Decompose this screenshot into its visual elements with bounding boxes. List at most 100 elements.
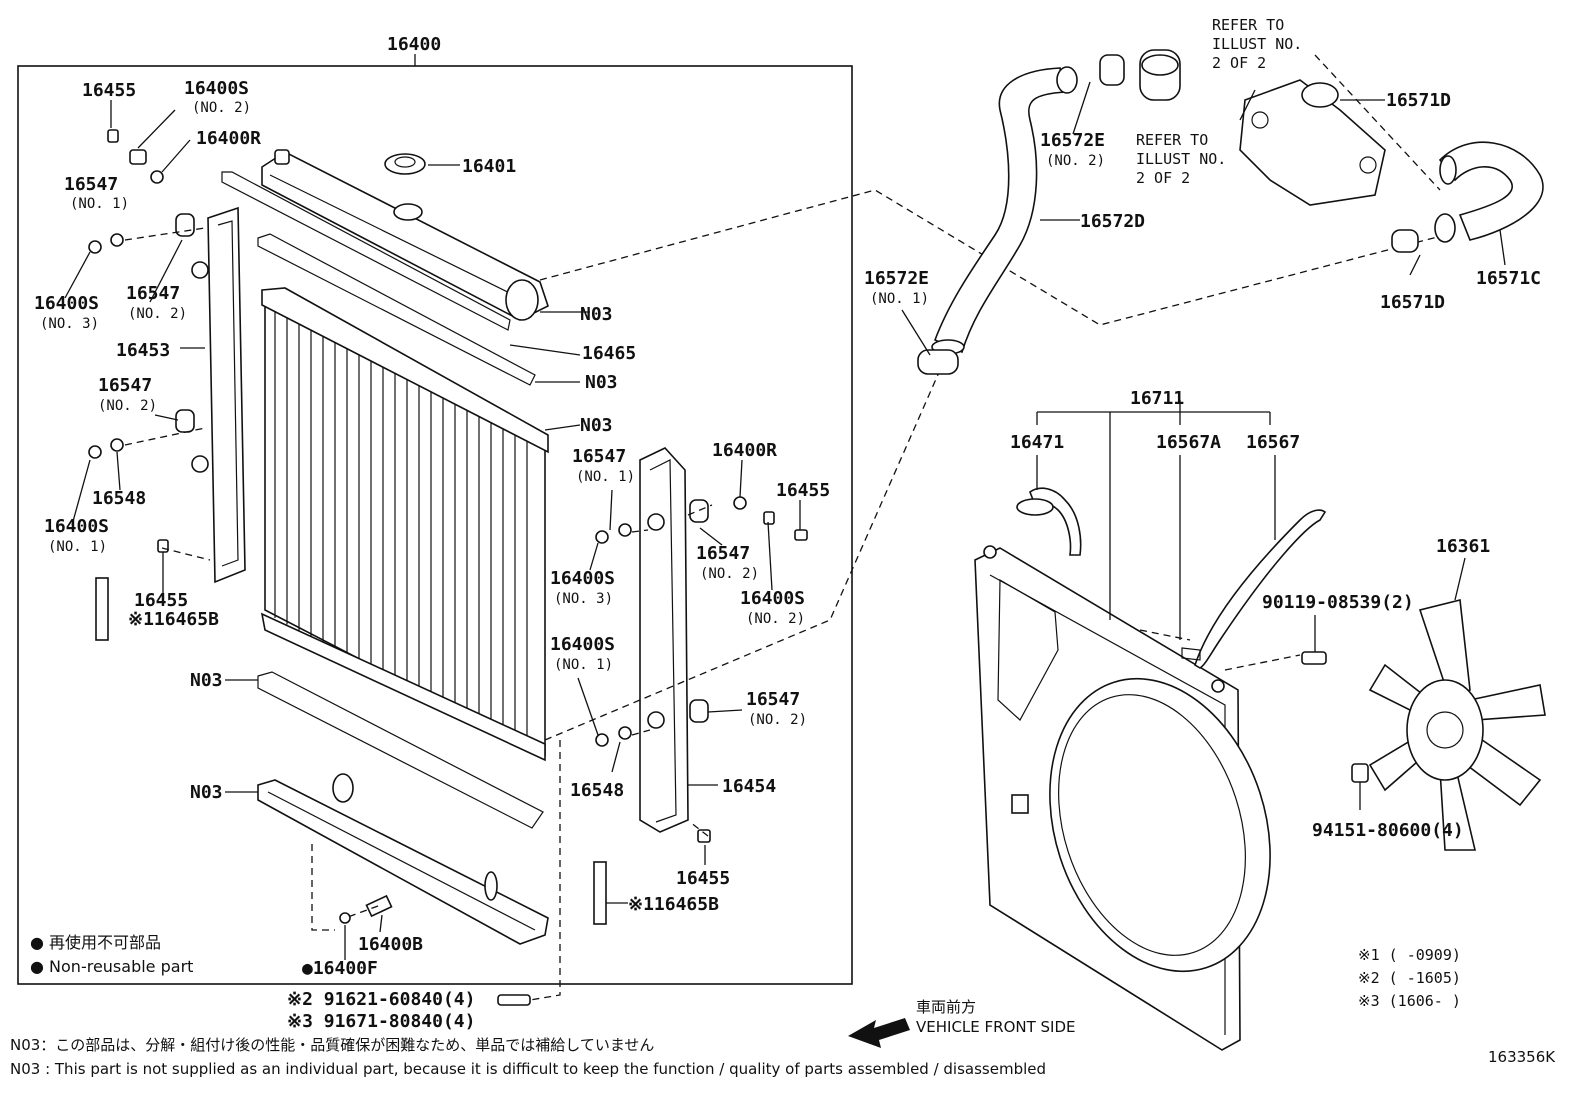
- lower-tank: [257, 773, 549, 945]
- water-outlet: [1139, 49, 1181, 101]
- svg-text:REFER TO: REFER TO: [1212, 16, 1284, 34]
- svg-text:ILLUST NO.: ILLUST NO.: [1212, 35, 1302, 53]
- svg-text:2 OF 2: 2 OF 2: [1212, 54, 1266, 72]
- refer-note-top: REFER TO ILLUST NO. 2 OF 2: [1212, 16, 1302, 72]
- label-16547-c: 16547: [98, 375, 152, 396]
- label-90119: 90119-08539(2): [1262, 592, 1414, 613]
- legend-jp: ● 再使用不可部品: [30, 933, 161, 952]
- label-16400S-f: 16400S: [550, 634, 615, 655]
- label-16455-c: 16455: [776, 480, 830, 501]
- label-16572E-a-sub: (NO. 2): [1046, 153, 1105, 169]
- label-16400S-a: 16400S: [184, 78, 249, 99]
- label-16400S-c-sub: (NO. 1): [48, 539, 107, 555]
- label-16547-d-sub: (NO. 1): [576, 469, 635, 485]
- footnote-1: ※1 ( -0909): [1358, 946, 1461, 964]
- left-support-16453: [191, 206, 246, 584]
- label-16572E-a: 16572E: [1040, 130, 1105, 151]
- label-16547-e-sub: (NO. 2): [700, 566, 759, 582]
- label-N03-a: N03: [580, 304, 613, 325]
- label-16572E-b: 16572E: [864, 268, 929, 289]
- label-16547-e: 16547: [696, 543, 750, 564]
- label-16400B: 16400B: [358, 934, 423, 955]
- label-16567: 16567: [1246, 432, 1300, 453]
- label-16465: 16465: [582, 343, 636, 364]
- thermostat-housing: [1239, 79, 1386, 206]
- label-16547-a-sub: (NO. 1): [70, 196, 129, 212]
- label-16401: 16401: [462, 156, 516, 177]
- label-bolt-91671: ※3 91671-80840(4): [287, 1011, 475, 1032]
- label-16465B-b: ※116465B: [628, 894, 719, 915]
- label-N03-b: N03: [585, 372, 618, 393]
- label-16548-a: 16548: [92, 488, 146, 509]
- label-16711: 16711: [1130, 388, 1184, 409]
- label-16400S-d-sub: (NO. 3): [554, 591, 613, 607]
- tube-16567: [1194, 509, 1327, 669]
- cooling-fan: [1368, 599, 1546, 851]
- label-16455-b: 16455: [134, 590, 188, 611]
- upper-gasket: [221, 171, 511, 331]
- label-16400S-e: 16400S: [740, 588, 805, 609]
- radiator-core: [260, 287, 549, 762]
- label-16547-c-sub: (NO. 2): [98, 398, 157, 414]
- label-16400S-b-sub: (NO. 3): [40, 316, 99, 332]
- bolt-90119: [1301, 651, 1327, 665]
- label-16547-f-sub: (NO. 2): [748, 712, 807, 728]
- upper-seal: [257, 233, 536, 386]
- label-16400S-d: 16400S: [550, 568, 615, 589]
- label-16547-f: 16547: [746, 689, 800, 710]
- label-N03-d: N03: [190, 670, 223, 691]
- label-16571D-b: 16571D: [1380, 292, 1445, 313]
- vehicle-front-arrow-icon: [848, 1018, 910, 1048]
- nut-94151: [1351, 763, 1369, 783]
- svg-text:ILLUST NO.: ILLUST NO.: [1136, 150, 1226, 168]
- small-hardware: [88, 129, 808, 1006]
- svg-text:2 OF 2: 2 OF 2: [1136, 169, 1190, 187]
- label-16400S-c: 16400S: [44, 516, 109, 537]
- label-16400F: ●16400F: [302, 958, 378, 979]
- label-16548-b: 16548: [570, 780, 624, 801]
- svg-text:REFER TO: REFER TO: [1136, 131, 1208, 149]
- label-16400S-b: 16400S: [34, 293, 99, 314]
- leader-lines: [64, 81, 1506, 960]
- label-16455-a: 16455: [82, 80, 136, 101]
- label-16567A: 16567A: [1156, 432, 1221, 453]
- lower-gasket: [257, 671, 544, 829]
- label-16400R-a: 16400R: [196, 128, 261, 149]
- footnote-2: ※2 ( -1605): [1358, 969, 1461, 987]
- note-N03-jp: N03：この部品は、分解・組付け後の性能・品質確保が困難なため、単品では補給して…: [10, 1036, 654, 1054]
- label-16465B-a: ※116465B: [128, 609, 219, 630]
- hose-16471-flange: [1016, 498, 1054, 516]
- label-16547-b-sub: (NO. 2): [128, 306, 187, 322]
- assembly-frame: [17, 65, 853, 985]
- label-16547-a: 16547: [64, 174, 118, 195]
- label-16547-d: 16547: [572, 446, 626, 467]
- label-16454: 16454: [722, 776, 776, 797]
- label-16400S-a-sub: (NO. 2): [192, 100, 251, 116]
- label-bolt-91621: ※2 91621-60840(4): [287, 989, 475, 1010]
- right-support-16454: [639, 447, 689, 833]
- radiator-cap-16401: [384, 153, 426, 175]
- label-94151: 94151-80600(4): [1312, 820, 1464, 841]
- label-16453: 16453: [116, 340, 170, 361]
- upper-hose-16572D: [917, 54, 1125, 375]
- label-N03-e: N03: [190, 782, 223, 803]
- label-16400S-f-sub: (NO. 1): [554, 657, 613, 673]
- label-N03-c: N03: [580, 415, 613, 436]
- label-16571D-a: 16571D: [1386, 90, 1451, 111]
- label-16400S-e-sub: (NO. 2): [746, 611, 805, 627]
- direction-en: VEHICLE FRONT SIDE: [916, 1018, 1076, 1036]
- fan-shroud: [974, 545, 1271, 1051]
- upper-tank: [261, 149, 549, 321]
- footnote-3: ※3 (1606- ): [1358, 992, 1461, 1010]
- label-16361: 16361: [1436, 536, 1490, 557]
- drain-cock-16400B: [339, 894, 393, 924]
- label-16455-d: 16455: [676, 868, 730, 889]
- label-16571C: 16571C: [1476, 268, 1541, 289]
- label-16572D: 16572D: [1080, 211, 1145, 232]
- direction-jp: 車両前方: [916, 998, 976, 1016]
- lower-hose-16571C: [1391, 141, 1544, 253]
- illustration-number: 163356K: [1488, 1048, 1556, 1066]
- label-16572E-b-sub: (NO. 1): [870, 291, 929, 307]
- legend-en: ● Non-reusable part: [30, 957, 193, 976]
